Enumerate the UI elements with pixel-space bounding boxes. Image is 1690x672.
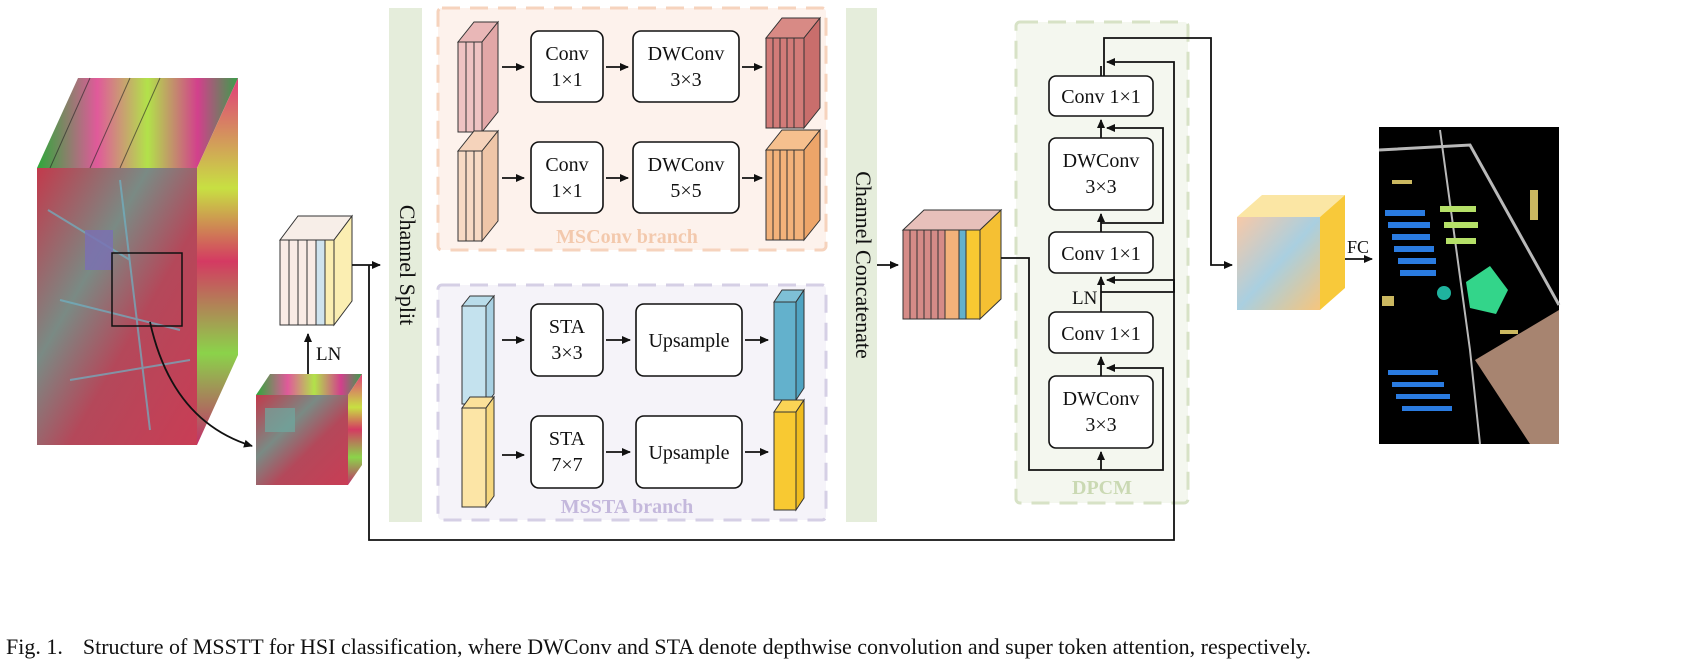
- sta-label: STA: [549, 428, 586, 450]
- sta-kernel: 7×7: [551, 454, 582, 476]
- channel-split-label: Channel Split: [395, 205, 420, 325]
- dpcm-dwconv-low-box: [1048, 375, 1154, 449]
- msconv-branch-title: MSConv branch: [556, 226, 698, 248]
- msconv-row-2-output: [764, 128, 822, 242]
- dpcm-conv-mid-label: Conv 1×1: [1061, 243, 1141, 265]
- sta-3x3-box: [530, 303, 604, 377]
- figure-caption: Fig. 1. Structure of MSSTT for HSI classi…: [6, 634, 1686, 660]
- concatenated-feature-stack: [901, 208, 1003, 321]
- dwconv-label: DWConv: [1063, 388, 1140, 410]
- crop-region-box: [111, 252, 183, 327]
- conv-1x1-box: [530, 30, 604, 103]
- conv-label: Conv: [545, 43, 588, 65]
- dpcm-title: DPCM: [1072, 477, 1132, 499]
- token-stack: [279, 214, 353, 327]
- sta-7x7-box: [530, 415, 604, 489]
- dwconv-kernel: 3×3: [1085, 414, 1116, 436]
- dpcm-ln-label: LN: [1072, 288, 1098, 309]
- conv-1x1-box: [530, 141, 604, 214]
- mssta-branch-title: MSSTA branch: [561, 496, 693, 518]
- dpcm-connections: [368, 37, 1233, 541]
- upsample-label: Upsample: [648, 330, 729, 352]
- caption-text: Structure of MSSTT for HSI classificatio…: [82, 634, 1312, 659]
- dwconv-kernel: 3×3: [670, 69, 701, 91]
- channel-split-bar: [389, 8, 422, 522]
- dpcm-conv-low-label: Conv 1×1: [1061, 323, 1141, 345]
- conv-kernel: 1×1: [551, 69, 582, 91]
- dwconv-label: DWConv: [648, 154, 725, 176]
- fc-label: FC: [1347, 237, 1369, 257]
- mssta-row-2-output: [773, 398, 805, 512]
- channel-concatenate-label: Channel Concatenate: [851, 171, 876, 359]
- dpcm-dwconv-top-box: [1048, 137, 1154, 211]
- caption-label: Fig. 1.: [6, 634, 63, 659]
- msconv-row-1-output: [764, 16, 822, 130]
- ln-label: LN: [316, 344, 342, 365]
- dwconv-3x3-box: [632, 30, 740, 103]
- hsi-input-cube: [37, 77, 238, 445]
- mssta-row-2-input: [461, 395, 495, 509]
- msstt-architecture-diagram: LN Channel Split MSConv branch Conv 1×1 …: [37, 6, 1561, 541]
- upsample-box: [635, 303, 743, 377]
- conv-kernel: 1×1: [551, 180, 582, 202]
- mssta-row-1-input: [460, 294, 496, 406]
- sta-label: STA: [549, 316, 586, 338]
- output-feature-cube: [1237, 195, 1345, 310]
- classification-map: [1378, 127, 1561, 445]
- dwconv-label: DWConv: [1063, 150, 1140, 172]
- dwconv-5x5-box: [632, 141, 740, 214]
- msconv-row-2-input: [456, 129, 500, 243]
- msconv-row-1-input: [456, 20, 500, 134]
- channel-concatenate-bar: [846, 8, 877, 522]
- dwconv-kernel: 5×5: [670, 180, 701, 202]
- dwconv-kernel: 3×3: [1085, 176, 1116, 198]
- mssta-row-1-output: [773, 288, 805, 402]
- upsample-box: [635, 415, 743, 489]
- dwconv-label: DWConv: [648, 43, 725, 65]
- hsi-patch-cube: [256, 374, 362, 485]
- sta-kernel: 3×3: [551, 342, 582, 364]
- conv-label: Conv: [545, 154, 588, 176]
- dpcm-conv-top-label: Conv 1×1: [1061, 86, 1141, 108]
- crop-arrow: [149, 321, 253, 448]
- upsample-label: Upsample: [648, 442, 729, 464]
- mssta-branch-box: [436, 283, 828, 522]
